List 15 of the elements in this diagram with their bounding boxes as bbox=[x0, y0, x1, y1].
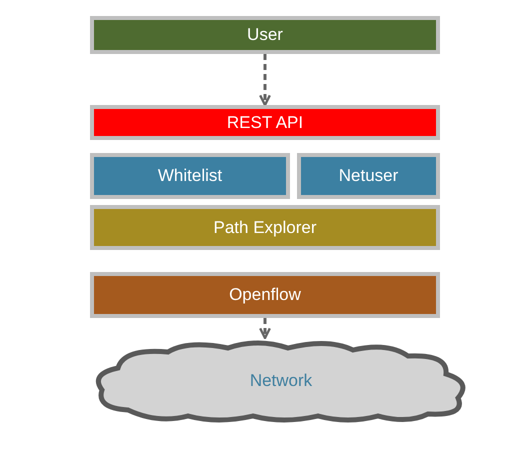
layer-box bbox=[297, 153, 440, 199]
box-label: Whitelist bbox=[158, 166, 222, 186]
dashed-arrow bbox=[259, 54, 271, 106]
layer-box bbox=[90, 105, 440, 140]
layer-box bbox=[90, 205, 440, 250]
box-label: REST API bbox=[226, 112, 304, 132]
box-label: Netuser bbox=[338, 166, 398, 186]
layer-box bbox=[90, 16, 440, 54]
layer-box bbox=[90, 272, 440, 318]
box-label: User bbox=[247, 25, 283, 45]
box-label: Path Explorer bbox=[214, 218, 316, 238]
dashed-arrow bbox=[259, 318, 271, 340]
layer-box bbox=[90, 153, 290, 199]
box-label: Openflow bbox=[229, 285, 301, 305]
box-label: Network bbox=[250, 371, 312, 391]
